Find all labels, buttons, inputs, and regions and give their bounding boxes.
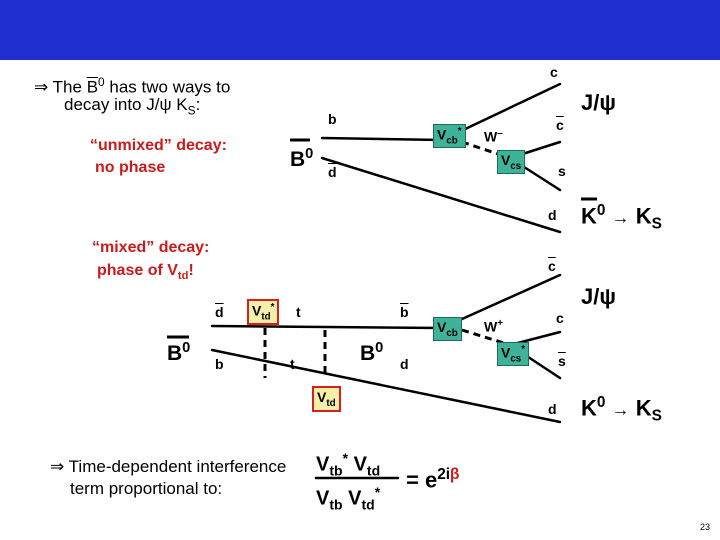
top-vcs-vertex: Vcs	[497, 150, 526, 174]
bottom-dbar-label: d	[215, 304, 224, 320]
top-b0-meson: B0	[290, 146, 314, 171]
bottom-jpsi-label: J/ψ	[581, 284, 616, 309]
bottom-top-line	[210, 324, 444, 330]
bottom-cbar-top-label: c	[548, 258, 556, 274]
fraction-numerator: Vtb* Vtd	[316, 450, 381, 479]
vtd-vertex: Vtd	[312, 386, 341, 412]
bottom-vcb-vertex: Vcb	[433, 317, 462, 341]
top-c-quark-label: c	[550, 64, 558, 80]
top-dbar-line	[320, 156, 562, 234]
fraction-denominator: Vtb Vtd*	[316, 484, 381, 513]
top-b-quark-label: b	[328, 111, 337, 127]
top-cbar-quark-label: c	[556, 117, 564, 133]
bottom-bottom-line	[210, 348, 562, 424]
bottom-c-label: c	[556, 310, 564, 326]
intro-line-2: decay into J/ψ KS:	[64, 95, 201, 118]
phase-result: = e2iβ	[406, 466, 460, 493]
top-b-line	[320, 136, 444, 142]
top-d-quark-label: d	[548, 207, 557, 223]
top-dbar-quark-label: d	[328, 164, 337, 180]
bottom-b-label: b	[215, 356, 224, 372]
intro-line-1: ⇒ The B0 has two ways to	[34, 75, 231, 97]
top-s-quark-label: s	[558, 163, 566, 179]
conclusion-line-2: term proportional to:	[70, 479, 223, 498]
bottom-sbar-label: s	[558, 353, 566, 369]
unmixed-label-2: no phase	[95, 159, 166, 176]
bottom-k0-to-ks: K0 → KS	[581, 394, 662, 425]
title-bar	[0, 0, 720, 60]
bottom-d-label: d	[400, 356, 409, 372]
bottom-t-top-label: t	[296, 304, 301, 320]
top-w-label: W–	[484, 128, 503, 145]
bottom-w-label: W+	[484, 318, 503, 335]
page-number: 23	[699, 522, 710, 532]
bottom-bbar-label: b	[400, 304, 409, 320]
mixed-label-2: phase of Vtd!	[97, 262, 194, 283]
bottom-d-quark-label: d	[548, 401, 557, 417]
bottom-b0-meson: B0	[167, 340, 191, 365]
top-vcb-vertex: Vcb*	[433, 124, 466, 149]
bottom-vcs-star-vertex: Vcs*	[497, 342, 530, 367]
mixed-label-1: “mixed” decay:	[92, 239, 210, 256]
top-jpsi-label: J/ψ	[581, 90, 616, 115]
unmixed-label-1: “unmixed” decay:	[90, 137, 227, 154]
bottom-b0-mid-meson: B0	[360, 340, 384, 365]
conclusion-line-1: ⇒ Time-dependent interference	[50, 457, 287, 476]
vtd-star-vertex: Vtd*	[247, 299, 280, 326]
top-k0-to-ks: K0 → KS	[581, 202, 662, 233]
bottom-t-bottom-label: t	[290, 356, 295, 372]
